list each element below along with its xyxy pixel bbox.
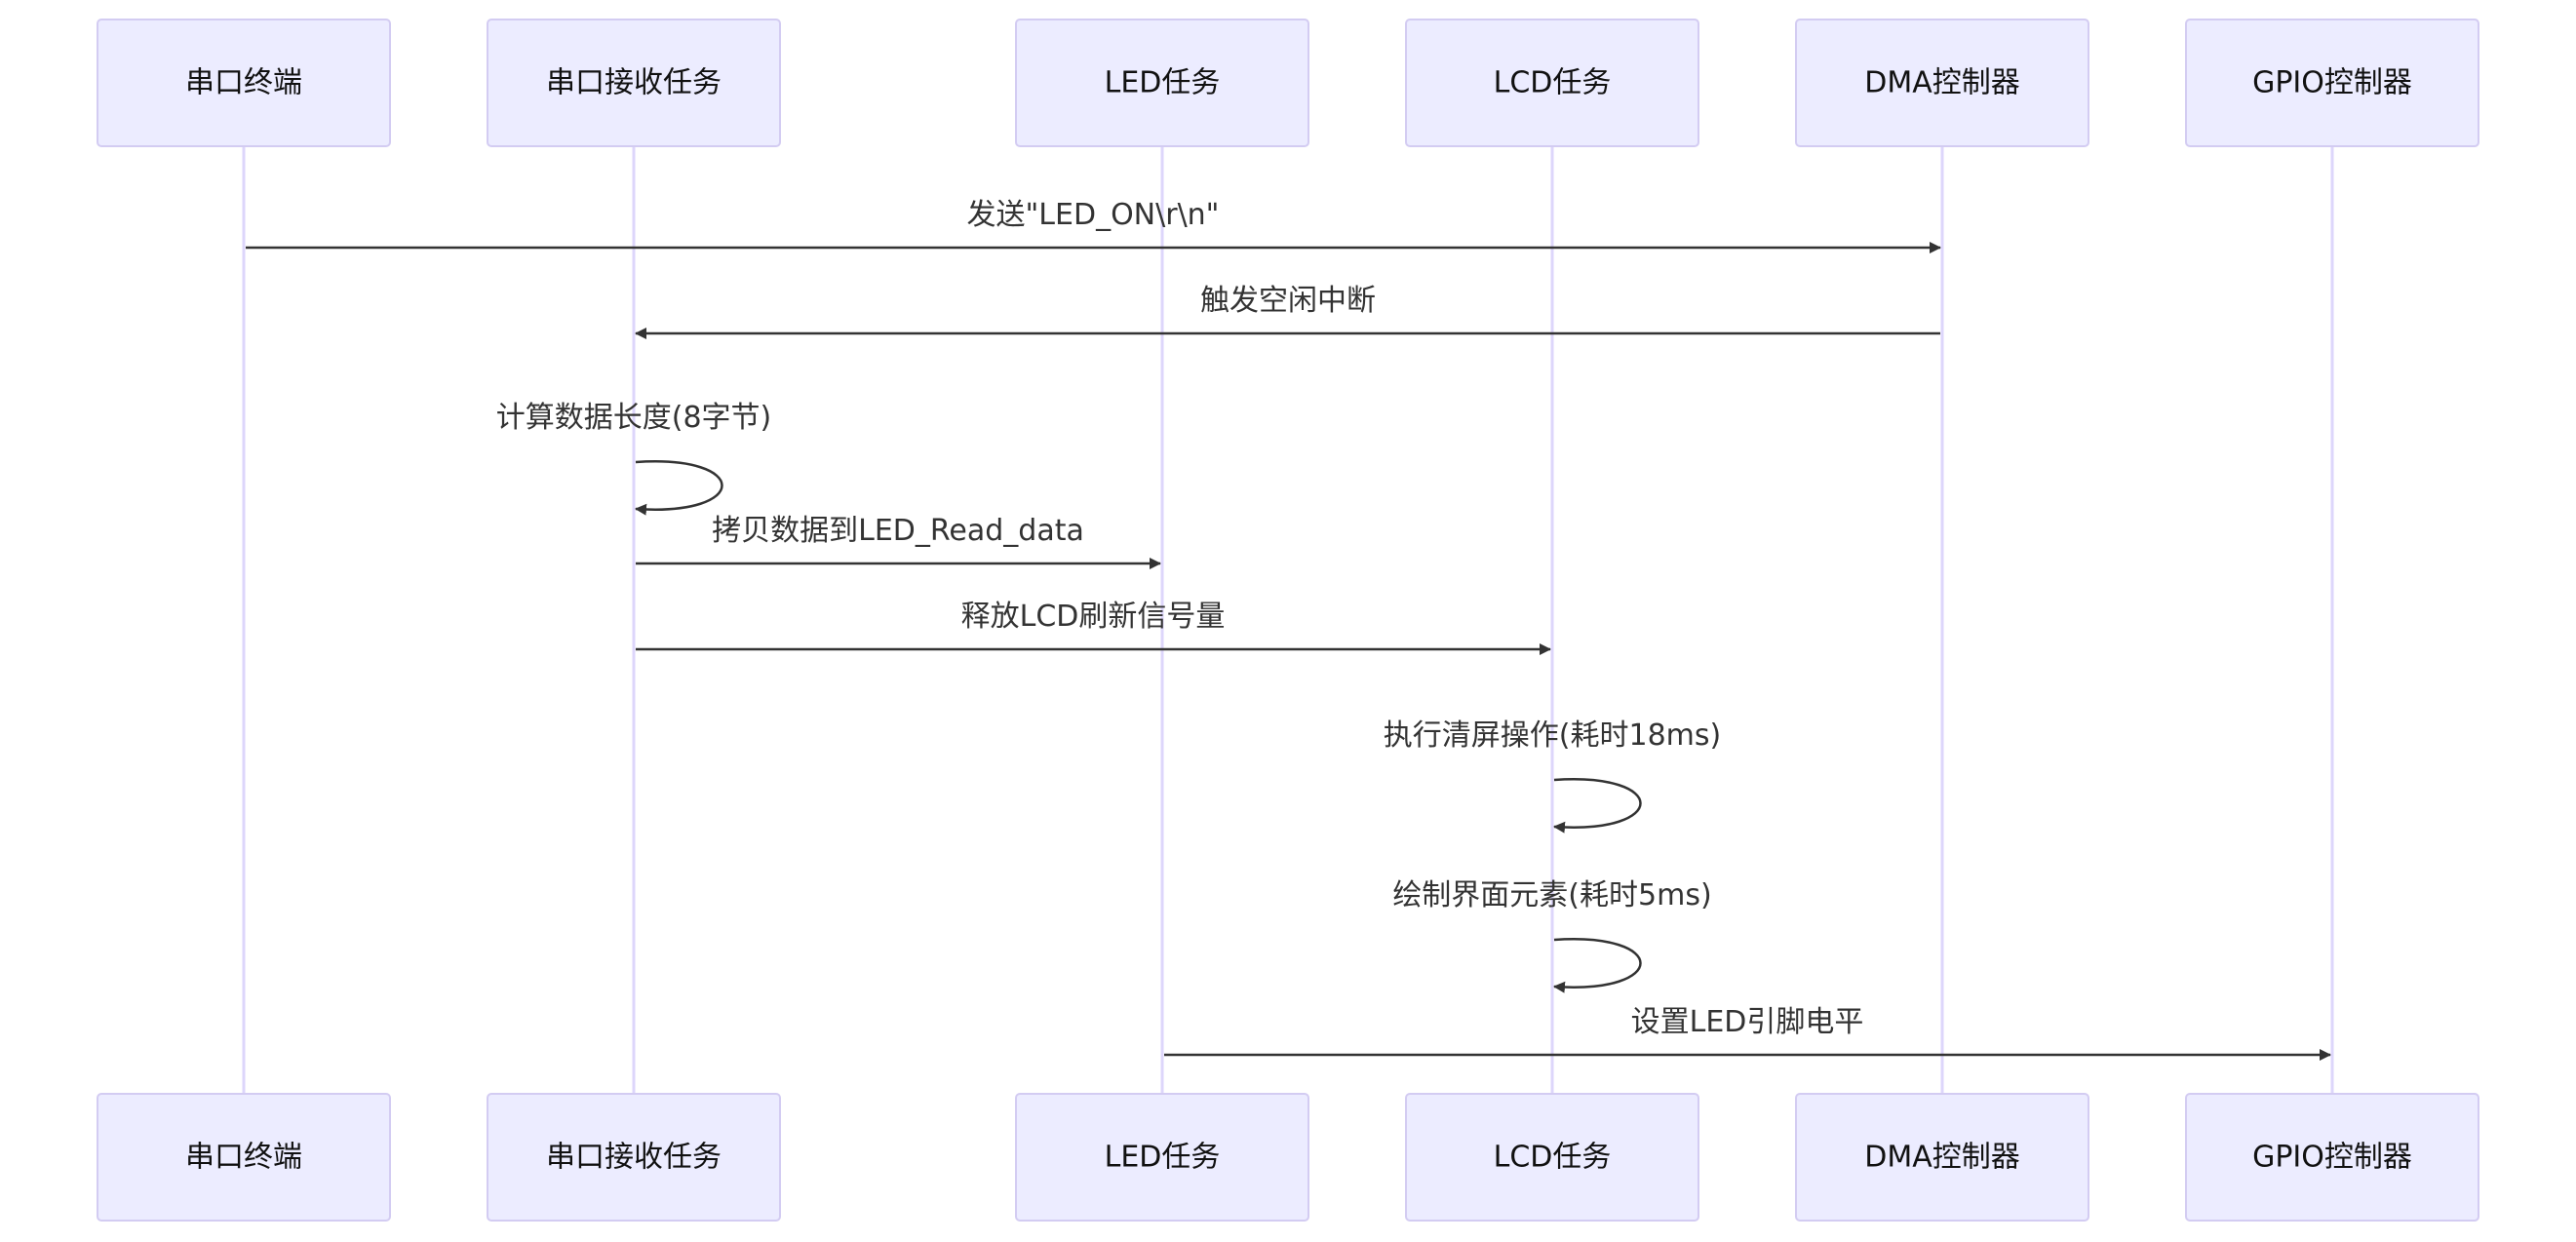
actors-top: 串口终端 串口接收任务 LED任务 LCD任务 DMA控制器 GPIO控制器	[97, 19, 2479, 147]
actor-box	[1405, 1093, 1699, 1222]
self-message-arrow	[1553, 938, 1642, 993]
actor-box	[1015, 19, 1309, 147]
actor-lcd_task-top: LCD任务	[1405, 19, 1699, 147]
actor-gpio-bottom: GPIO控制器	[2185, 1093, 2479, 1222]
message-label: 绘制界面元素(耗时5ms)	[1392, 878, 1711, 912]
actor-box	[1795, 1093, 2089, 1222]
actor-box	[2185, 1093, 2479, 1222]
actor-box	[97, 19, 391, 147]
actor-dma-top: DMA控制器	[1795, 19, 2089, 147]
message-3: 计算数据长度(8字节)	[496, 401, 772, 516]
actor-uart_task-bottom: 串口接收任务	[487, 1093, 781, 1222]
actor-terminal-bottom: 串口终端	[97, 1093, 391, 1222]
message-7: 绘制界面元素(耗时5ms)	[1392, 878, 1712, 993]
actor-label: LED任务	[1105, 1141, 1221, 1175]
lifelines	[242, 146, 2334, 1094]
actor-dma-bottom: DMA控制器	[1795, 1093, 2089, 1222]
message-label: 执行清屏操作(耗时18ms)	[1384, 718, 1721, 753]
self-message-arrow	[635, 460, 723, 516]
message-5: 释放LCD刷新信号量	[636, 600, 1551, 655]
message-label: 发送"LED_ON\r\n"	[967, 198, 1220, 232]
actor-label: LCD任务	[1494, 1141, 1612, 1175]
actor-box	[1015, 1093, 1309, 1222]
message-6: 执行清屏操作(耗时18ms)	[1384, 718, 1721, 834]
actor-box	[487, 19, 781, 147]
self-message-arrow	[1553, 778, 1642, 834]
actor-uart_task-top: 串口接收任务	[487, 19, 781, 147]
actor-label: GPIO控制器	[2252, 1141, 2412, 1175]
actor-label: 串口接收任务	[546, 1141, 722, 1175]
actors-bottom: 串口终端 串口接收任务 LED任务 LCD任务 DMA控制器 GPIO控制器	[97, 1093, 2479, 1222]
message-label: 释放LCD刷新信号量	[961, 600, 1226, 634]
message-label: 触发空闲中断	[1200, 284, 1376, 318]
message-8: 设置LED引脚电平	[1164, 1005, 2331, 1061]
actor-label: LED任务	[1105, 66, 1221, 100]
actor-label: 串口接收任务	[546, 66, 722, 100]
actor-label: 串口终端	[185, 66, 302, 100]
message-4: 拷贝数据到LED_Read_data	[636, 514, 1161, 569]
message-label: 计算数据长度(8字节)	[496, 401, 772, 435]
actor-box	[487, 1093, 781, 1222]
actor-box	[1795, 19, 2089, 147]
message-1: 发送"LED_ON\r\n"	[246, 198, 1941, 253]
actor-label: LCD任务	[1494, 66, 1612, 100]
message-label: 拷贝数据到LED_Read_data	[712, 514, 1084, 548]
message-2: 触发空闲中断	[635, 284, 1940, 339]
actor-label: DMA控制器	[1864, 66, 2020, 100]
actor-gpio-top: GPIO控制器	[2185, 19, 2479, 147]
actor-label: DMA控制器	[1864, 1141, 2020, 1175]
actor-label: 串口终端	[185, 1141, 302, 1175]
actor-led_task-bottom: LED任务	[1015, 1093, 1309, 1222]
message-label: 设置LED引脚电平	[1631, 1005, 1864, 1039]
actor-box	[97, 1093, 391, 1222]
actor-box	[1405, 19, 1699, 147]
actor-lcd_task-bottom: LCD任务	[1405, 1093, 1699, 1222]
actor-terminal-top: 串口终端	[97, 19, 391, 147]
actor-label: GPIO控制器	[2252, 66, 2412, 100]
actor-led_task-top: LED任务	[1015, 19, 1309, 147]
actor-box	[2185, 19, 2479, 147]
